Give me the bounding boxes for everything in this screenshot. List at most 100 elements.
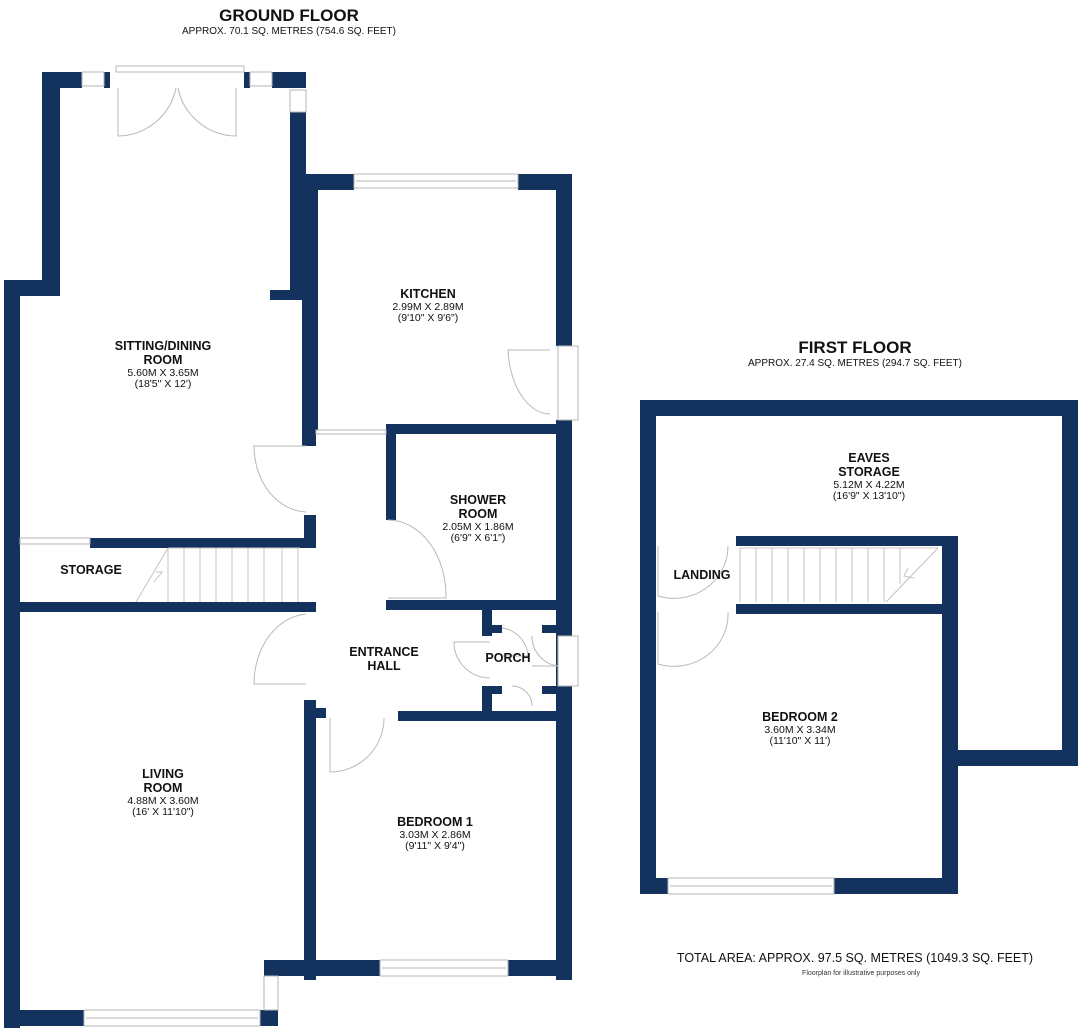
first-floor-walls bbox=[640, 400, 1078, 894]
room-dimensions-metric: 5.12M X 4.22M bbox=[833, 478, 905, 491]
first-floor-area: APPROX. 27.4 SQ. METRES (294.7 SQ. FEET) bbox=[748, 358, 962, 369]
door-swing bbox=[253, 613, 307, 685]
room-name: KITCHEN bbox=[400, 287, 456, 301]
room-name: ROOM bbox=[143, 780, 183, 795]
room-name: BEDROOM 2 bbox=[762, 710, 838, 724]
door-swing bbox=[501, 627, 529, 657]
room-name: BEDROOM 1 bbox=[397, 815, 473, 829]
wall bbox=[304, 515, 316, 545]
window bbox=[249, 71, 273, 87]
wall bbox=[304, 708, 326, 718]
room-label-bedroom-2: BEDROOM 2 3.60M X 3.34M (11'10" X 11') bbox=[762, 710, 838, 748]
room-label-landing: LANDING bbox=[673, 568, 731, 583]
wall bbox=[482, 686, 502, 694]
room-name: ROOM bbox=[143, 352, 183, 367]
wall bbox=[386, 600, 572, 610]
wall bbox=[386, 424, 572, 434]
room-name: SHOWER bbox=[449, 493, 507, 507]
room-dimensions-metric: 5.60M X 3.65M bbox=[127, 366, 199, 379]
wall bbox=[304, 960, 380, 976]
door-swing bbox=[387, 519, 447, 599]
room-dimensions-imperial: (11'10" X 11') bbox=[769, 735, 831, 748]
wall bbox=[104, 72, 110, 88]
wall bbox=[508, 960, 572, 976]
wall bbox=[942, 538, 958, 894]
first-floor-header: FIRST FLOOR APPROX. 27.4 SQ. METRES (294… bbox=[748, 338, 962, 369]
room-label-bedroom-1: BEDROOM 1 3.03M X 2.86M (9'11" X 9'4") bbox=[397, 815, 473, 853]
wall bbox=[386, 424, 396, 520]
first-floor-title: FIRST FLOOR bbox=[798, 338, 912, 357]
wall bbox=[736, 536, 958, 546]
room-dimensions-metric: 3.60M X 3.34M bbox=[764, 723, 836, 736]
room-name: LIVING bbox=[142, 767, 184, 781]
window bbox=[19, 537, 91, 545]
disclaimer: Floorplan for illustrative purposes only bbox=[802, 970, 920, 977]
room-dimensions-imperial: (16' X 11'10") bbox=[132, 806, 194, 819]
wall bbox=[1062, 400, 1078, 766]
wall bbox=[244, 72, 250, 88]
door-swing bbox=[657, 611, 729, 667]
room-name: STORAGE bbox=[60, 563, 122, 577]
wall bbox=[4, 602, 316, 612]
ground-floor-header: GROUND FLOOR APPROX. 70.1 SQ. METRES (75… bbox=[182, 6, 396, 37]
door-swing bbox=[507, 349, 551, 415]
wall bbox=[306, 174, 318, 430]
room-name: EAVES bbox=[848, 451, 890, 465]
room-label-porch: PORCH bbox=[485, 651, 530, 666]
room-dimensions-metric: 2.05M X 1.86M bbox=[442, 520, 514, 533]
wall bbox=[290, 112, 306, 290]
room-label-living-room: LIVING ROOM 4.88M X 3.60M (16' X 11'10") bbox=[127, 767, 199, 819]
wall bbox=[42, 72, 82, 88]
room-dimensions-metric: 2.99M X 2.89M bbox=[392, 300, 464, 313]
room-name: STORAGE bbox=[838, 464, 900, 479]
door-swing bbox=[253, 445, 307, 513]
wall bbox=[4, 1010, 84, 1026]
room-dimensions-imperial: (18'5" X 12') bbox=[134, 378, 192, 391]
room-name: SITTING/DINING bbox=[114, 339, 212, 353]
french-door-frame bbox=[115, 65, 245, 73]
door-swing bbox=[453, 641, 491, 679]
door-swing bbox=[531, 635, 559, 667]
room-label-entrance-hall: ENTRANCE HALL bbox=[349, 645, 419, 674]
room-dimensions-imperial: (6'9" X 6'1") bbox=[450, 532, 506, 545]
wall bbox=[264, 960, 316, 976]
door-swing bbox=[177, 87, 237, 137]
wall bbox=[4, 280, 20, 1028]
window bbox=[315, 429, 387, 435]
door-swing bbox=[329, 717, 385, 773]
room-name: ROOM bbox=[458, 506, 498, 521]
door-swing bbox=[511, 685, 533, 707]
wall bbox=[398, 711, 572, 721]
room-dimensions-imperial: (9'10" X 9'6") bbox=[397, 312, 459, 325]
room-label-kitchen: KITCHEN 2.99M X 2.89M (9'10" X 9'6") bbox=[392, 287, 464, 325]
window bbox=[557, 345, 579, 421]
room-name: LANDING bbox=[673, 568, 731, 582]
room-dimensions-imperial: (16'9" X 13'10") bbox=[832, 490, 906, 503]
room-dimensions-imperial: (9'11" X 9'4") bbox=[405, 840, 465, 853]
room-label-storage: STORAGE bbox=[60, 563, 122, 578]
door-swing bbox=[117, 87, 177, 137]
wall bbox=[542, 686, 572, 694]
ground-floor-area: APPROX. 70.1 SQ. METRES (754.6 SQ. FEET) bbox=[182, 26, 396, 37]
wall bbox=[482, 625, 502, 633]
room-dimensions-metric: 4.88M X 3.60M bbox=[127, 794, 199, 807]
first-floor-windows bbox=[667, 877, 835, 895]
wall bbox=[272, 72, 306, 88]
window bbox=[557, 635, 579, 687]
room-label-shower-room: SHOWER ROOM 2.05M X 1.86M (6'9" X 6'1") bbox=[442, 493, 514, 545]
wall bbox=[640, 400, 656, 894]
wall bbox=[260, 1010, 278, 1026]
wall bbox=[556, 174, 572, 346]
wall bbox=[482, 610, 492, 636]
wall bbox=[640, 400, 1078, 416]
wall bbox=[834, 878, 958, 894]
window bbox=[263, 975, 279, 1011]
wall bbox=[304, 700, 316, 980]
ground-floor-stairs bbox=[135, 547, 300, 603]
wall bbox=[270, 290, 310, 300]
room-label-sitting-dining: SITTING/DINING ROOM 5.60M X 3.65M (18'5"… bbox=[114, 339, 212, 391]
room-name: ENTRANCE bbox=[349, 645, 419, 659]
wall bbox=[942, 750, 1078, 766]
wall bbox=[42, 72, 60, 288]
